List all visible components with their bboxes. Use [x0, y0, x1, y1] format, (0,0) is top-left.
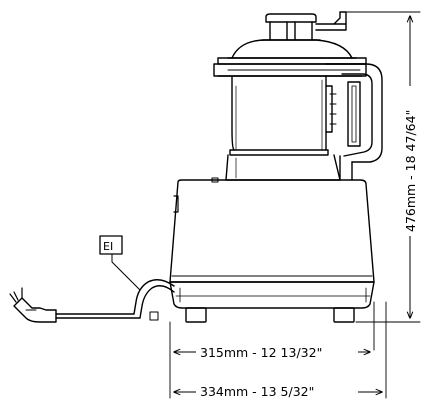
bowl-handle [325, 63, 383, 181]
lid-rim [213, 57, 367, 77]
depth-inner-dimension-label: 315mm - 12 13/32" [200, 345, 322, 360]
bowl [229, 75, 337, 156]
depth-outer-dimension-label: 334mm - 13 5/32" [200, 384, 314, 399]
callout-leader [111, 253, 141, 291]
extension-lines [169, 11, 421, 399]
motor-base [169, 177, 375, 309]
power-cord [55, 279, 175, 321]
lid-lever [315, 11, 347, 31]
height-dimension-label: 476mm - 18 47/64" [403, 110, 418, 232]
lid-knob [261, 13, 321, 41]
motor-neck [225, 154, 341, 181]
callout-label: EI [103, 240, 113, 253]
lid-dome [227, 39, 357, 59]
plug [9, 287, 57, 323]
feet [185, 307, 355, 323]
callout-box [99, 235, 123, 255]
